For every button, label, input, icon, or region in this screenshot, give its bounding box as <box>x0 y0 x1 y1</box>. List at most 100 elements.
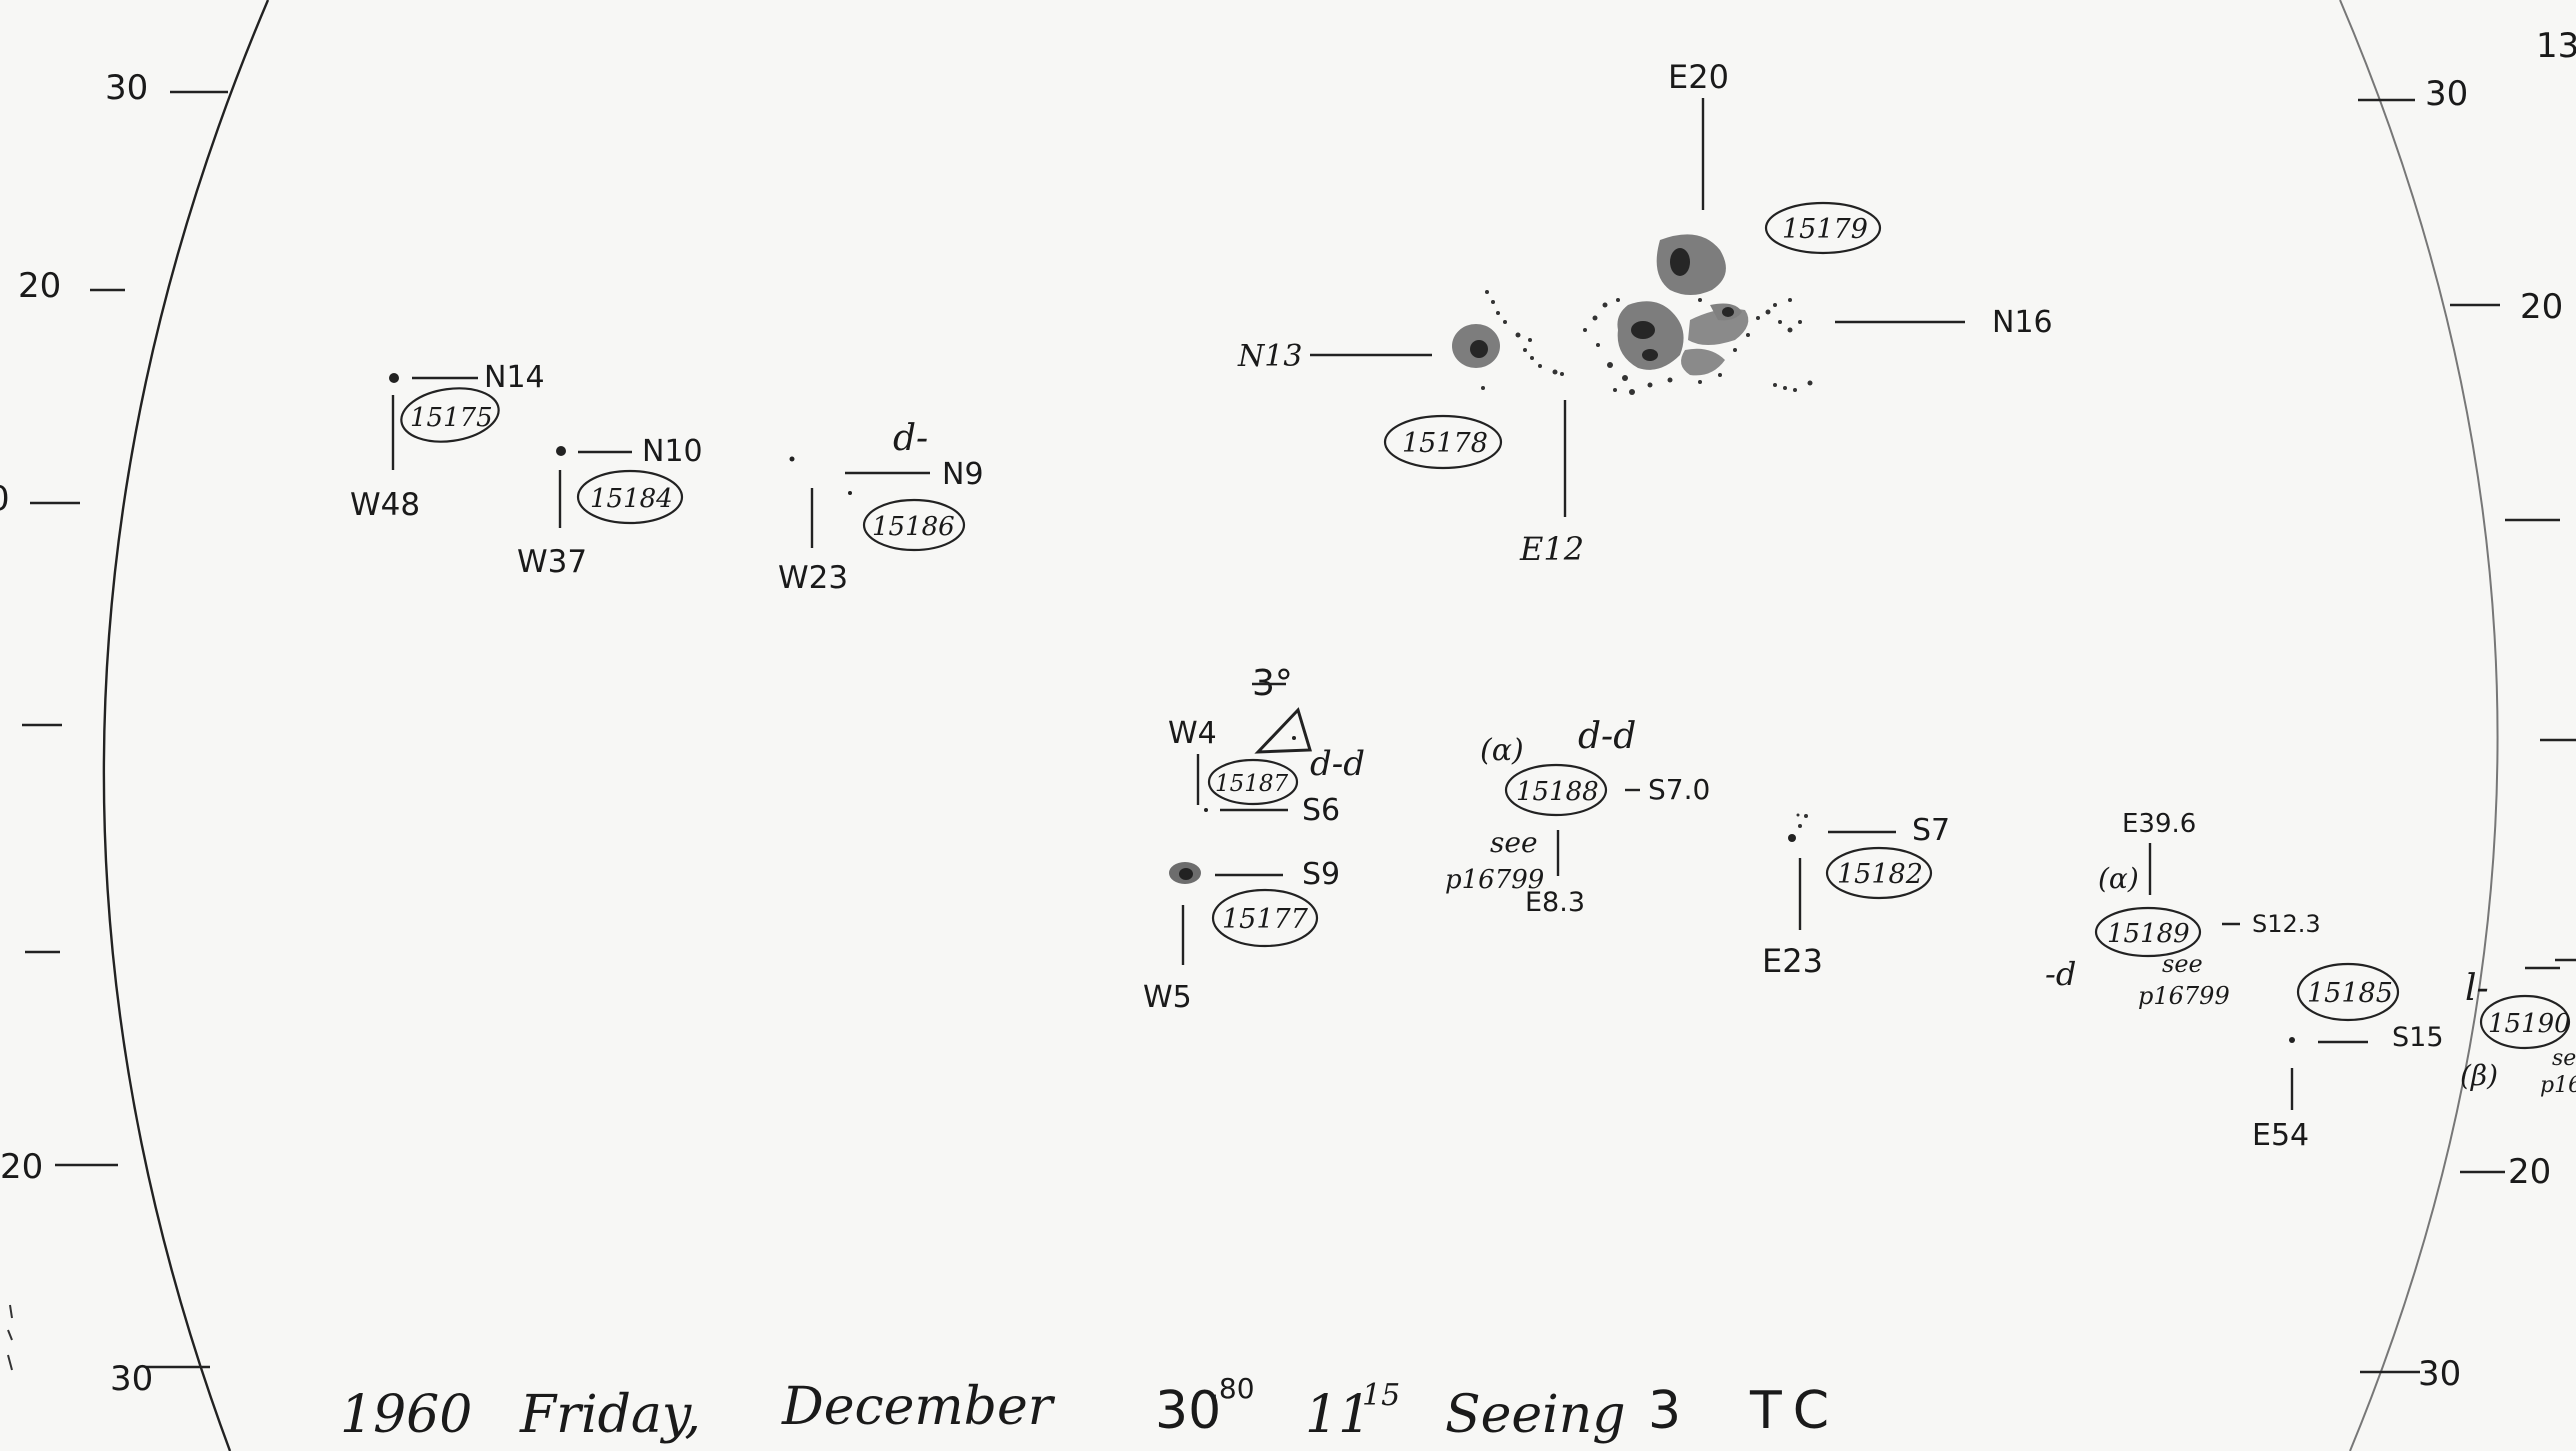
region-15188: (α) d-d 15188 S7.0 see p16799 E8.3 <box>1445 716 1710 918</box>
region-15186: d- N9 15186 W23 <box>778 418 984 596</box>
region-15178-badge <box>1383 414 1503 470</box>
region-15187-class: d-d <box>1310 744 1365 784</box>
region-15188-number: 15188 <box>1516 777 1599 807</box>
region-15184-lon: W37 <box>517 544 587 580</box>
right-tick-label-13: 13 <box>2536 26 2576 66</box>
region-15186-lon: W23 <box>778 560 848 596</box>
region-15187: 3° W4 15187 d-d S6 <box>1168 663 1365 828</box>
caption-year: 1960 <box>340 1385 472 1445</box>
sunspot <box>556 446 566 456</box>
left-tick-label-20-bottom: 20 <box>0 1147 43 1187</box>
region-15188-class: d-d <box>1578 716 1636 757</box>
small-spots <box>1583 298 1813 395</box>
region-15185: 15185 S15 E54 <box>2252 962 2444 1153</box>
caption-day: Friday, <box>519 1385 701 1445</box>
left-tick-label-0: 0 <box>0 479 10 519</box>
region-15189-lon: E39.6 <box>2122 809 2196 839</box>
region-15187-number: 15187 <box>1215 771 1289 797</box>
region-15189-badge <box>2094 906 2202 958</box>
sunspot <box>848 491 852 495</box>
region-15182-number: 15182 <box>1837 859 1923 890</box>
region-15189: E39.6 (α) 15189 S12.3 -d see p16799 <box>2045 809 2321 1010</box>
region-15177: S9 15177 W5 <box>1143 857 1340 1015</box>
region-15185-lat: S15 <box>2392 1022 2444 1053</box>
region-15190-ref: p16 <box>2540 1073 2576 1098</box>
region-15187-lon: W4 <box>1168 716 1217 751</box>
region-15188-lon: E8.3 <box>1525 887 1585 918</box>
small-spots <box>1481 290 1564 390</box>
region-15190: l- 15190 (β) se p16 <box>2460 966 2576 1098</box>
region-15179-lon: E20 <box>1668 58 1729 96</box>
region-15178: N13 15178 E12 <box>1237 290 1584 568</box>
region-15175: N14 15175 W48 <box>350 360 545 523</box>
sunspot-penumbra <box>1656 234 1726 295</box>
left-tick-marks <box>22 90 228 1369</box>
sunspot-umbra <box>1642 349 1658 361</box>
sunspot-umbra <box>1670 248 1690 276</box>
right-tick-marks <box>2358 98 2576 1374</box>
caption-seeing-value: 3 <box>1648 1381 1681 1441</box>
sunspot-umbra <box>1179 868 1193 880</box>
region-15189-see: see <box>2162 950 2203 978</box>
sunspot-penumbra <box>1681 348 1725 376</box>
right-tick-labels: 13 30 20 20 30 <box>2418 26 2576 1394</box>
region-15179: E20 N16 15179 <box>1583 58 2053 395</box>
region-15190-class: l- <box>2465 968 2489 1009</box>
region-15184-badge <box>576 469 684 525</box>
region-15182-lat: S7 <box>1912 813 1950 848</box>
sunspot <box>789 456 795 462</box>
region-15179-badge <box>1764 201 1882 255</box>
region-15184: N10 15184 W37 <box>517 434 703 580</box>
region-15185-lon: E54 <box>2252 1118 2309 1153</box>
left-edge-marks <box>7 1304 13 1371</box>
region-15177-badge <box>1211 888 1319 948</box>
caption-date: 30 <box>1155 1381 1221 1441</box>
solar-limb-right <box>2339 0 2499 1451</box>
region-15175-lon: W48 <box>350 487 420 523</box>
observation-caption: 1960 Friday, December 30 .80 11 15 Seein… <box>340 1372 1843 1445</box>
region-15188-ref: p16799 <box>1445 865 1544 895</box>
region-15178-lon: E12 <box>1519 530 1584 568</box>
region-15189-mag: (α) <box>2098 862 2139 895</box>
left-tick-label-30-top: 30 <box>105 68 148 108</box>
region-15185-badge <box>2296 962 2400 1022</box>
left-tick-label-20-top: 20 <box>18 266 61 306</box>
right-tick-label-20-top: 20 <box>2520 287 2563 327</box>
region-15190-see: se <box>2552 1046 2576 1071</box>
region-15182-lon: E23 <box>1762 942 1823 980</box>
region-15186-badge <box>862 498 966 552</box>
caption-observer: TC <box>1749 1381 1843 1441</box>
sunspot <box>2289 1037 2295 1043</box>
caption-date-fraction: .80 <box>1210 1372 1255 1405</box>
caption-time-minutes: 15 <box>1362 1378 1400 1413</box>
region-15187-lat: S6 <box>1302 793 1340 828</box>
region-15190-mag: (β) <box>2460 1059 2498 1092</box>
sunspot <box>1788 834 1796 842</box>
left-tick-label-30-bottom: 30 <box>110 1359 153 1399</box>
right-tick-label-20-bottom: 20 <box>2508 1152 2551 1192</box>
region-15177-number: 15177 <box>1222 904 1309 935</box>
region-15186-number: 15186 <box>872 512 955 542</box>
region-15187-badge <box>1207 758 1299 806</box>
caption-time: 11 <box>1305 1385 1371 1445</box>
region-15189-lat: S12.3 <box>2252 910 2321 938</box>
region-15175-badge <box>400 387 500 443</box>
region-15184-lat: N10 <box>642 434 703 469</box>
region-15188-lat: S7.0 <box>1648 773 1710 806</box>
region-15186-class: d- <box>893 418 928 459</box>
region-15175-number: 15175 <box>410 403 493 433</box>
region-15188-badge <box>1504 763 1608 817</box>
region-15177-lat: S9 <box>1302 857 1340 892</box>
region-15189-ref: p16799 <box>2138 982 2230 1010</box>
sunspot-umbra <box>1631 321 1655 339</box>
caption-month: December <box>781 1377 1056 1437</box>
region-15178-number: 15178 <box>1402 428 1488 459</box>
sunspot-umbra <box>1722 307 1734 317</box>
triangle-icon <box>1254 707 1312 754</box>
region-15177-lon: W5 <box>1143 980 1192 1015</box>
left-tick-labels: 30 20 0 20 30 <box>0 68 153 1399</box>
region-15185-number: 15185 <box>2307 978 2393 1009</box>
right-tick-label-30-top: 30 <box>2425 74 2468 114</box>
region-15190-number: 15190 <box>2488 1009 2571 1039</box>
